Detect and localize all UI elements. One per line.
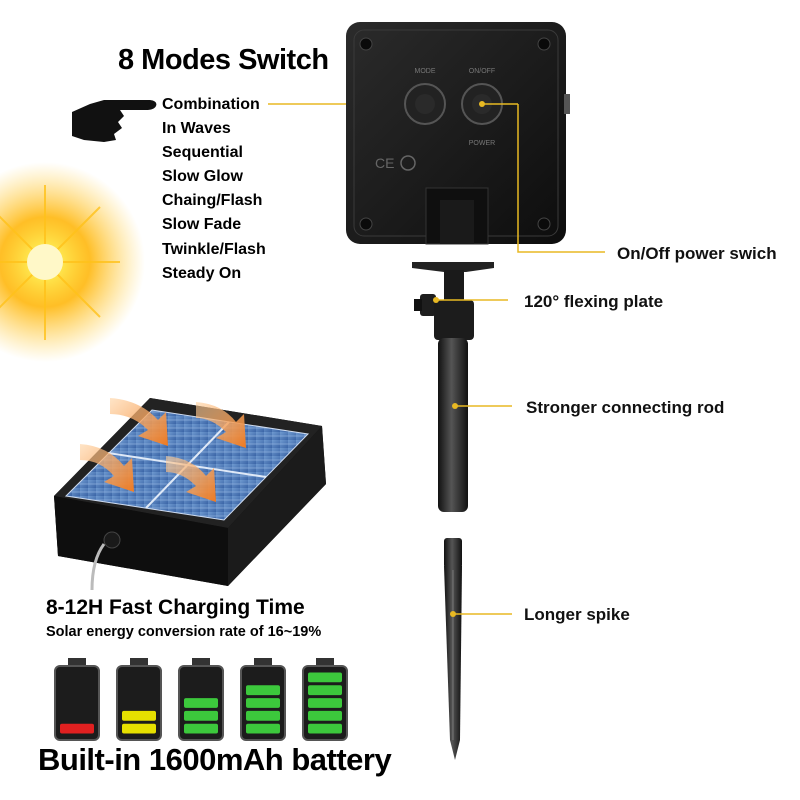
flexing-plate-callout: 120° flexing plate [524, 292, 664, 311]
battery-levels [54, 658, 348, 741]
connecting-rod-callout: Stronger connecting rod [526, 398, 725, 417]
battery-segment [246, 723, 280, 734]
screw-icon [537, 217, 551, 231]
mode-item: Slow Fade [162, 216, 242, 234]
mode-list: Combination In Waves Sequential Slow Glo… [162, 93, 266, 286]
screw-icon [359, 217, 373, 231]
spike-callout: Longer spike [524, 605, 630, 624]
ce-mark: CE [375, 155, 394, 171]
power-callout-line [517, 104, 605, 253]
battery-segment [308, 685, 342, 696]
mode-item: Slow Glow [162, 168, 243, 186]
flexing-plate [412, 262, 494, 340]
mode-item: Combination [162, 96, 260, 113]
screw-icon [537, 37, 551, 51]
battery-segment [122, 710, 156, 721]
solar-panel [54, 398, 326, 591]
battery-capacity-label: Built-in 1600mAh battery [38, 742, 392, 777]
battery-segment [246, 685, 280, 696]
power-switch-callout: On/Off power swich [617, 244, 777, 263]
conversion-rate-text: Solar energy conversion rate of 16~19% [46, 624, 322, 640]
mode-item: Chaing/Flash [162, 192, 263, 210]
connecting-rod [438, 338, 468, 512]
ground-spike [444, 538, 462, 760]
sunlight-arrows [80, 398, 246, 502]
battery-icon [178, 658, 224, 741]
recycle-icon [400, 155, 416, 171]
mode-item: Twinkle/Flash [162, 240, 266, 258]
battery-icon [54, 658, 100, 741]
power-button-label: ON/OFF [469, 68, 495, 75]
battery-segment [308, 672, 342, 683]
battery-segment [184, 723, 218, 734]
battery-segment [184, 698, 218, 708]
battery-icon [240, 658, 286, 741]
mode-button-label: MODE [415, 68, 436, 75]
battery-segment [246, 698, 280, 708]
battery-segment [122, 723, 156, 734]
control-box: MODE ON/OFF POWER CE [346, 22, 570, 245]
charging-time-title: 8-12H Fast Charging Time [46, 596, 305, 619]
battery-segment [308, 698, 342, 708]
battery-segment [60, 723, 94, 734]
mode-item: In Waves [162, 120, 231, 138]
battery-segment [308, 723, 342, 734]
power-label: POWER [469, 140, 495, 147]
modes-switch-title: 8 Modes Switch [118, 44, 329, 76]
battery-segment [308, 710, 342, 721]
mode-item: Steady On [162, 264, 242, 282]
sun-graphic [0, 162, 145, 362]
pointing-hand-icon [72, 100, 157, 142]
battery-segment [184, 710, 218, 721]
screw-icon [359, 37, 373, 51]
mode-item: Sequential [162, 144, 243, 162]
battery-icon [116, 658, 162, 741]
battery-segment [246, 710, 280, 721]
battery-icon [302, 658, 348, 741]
